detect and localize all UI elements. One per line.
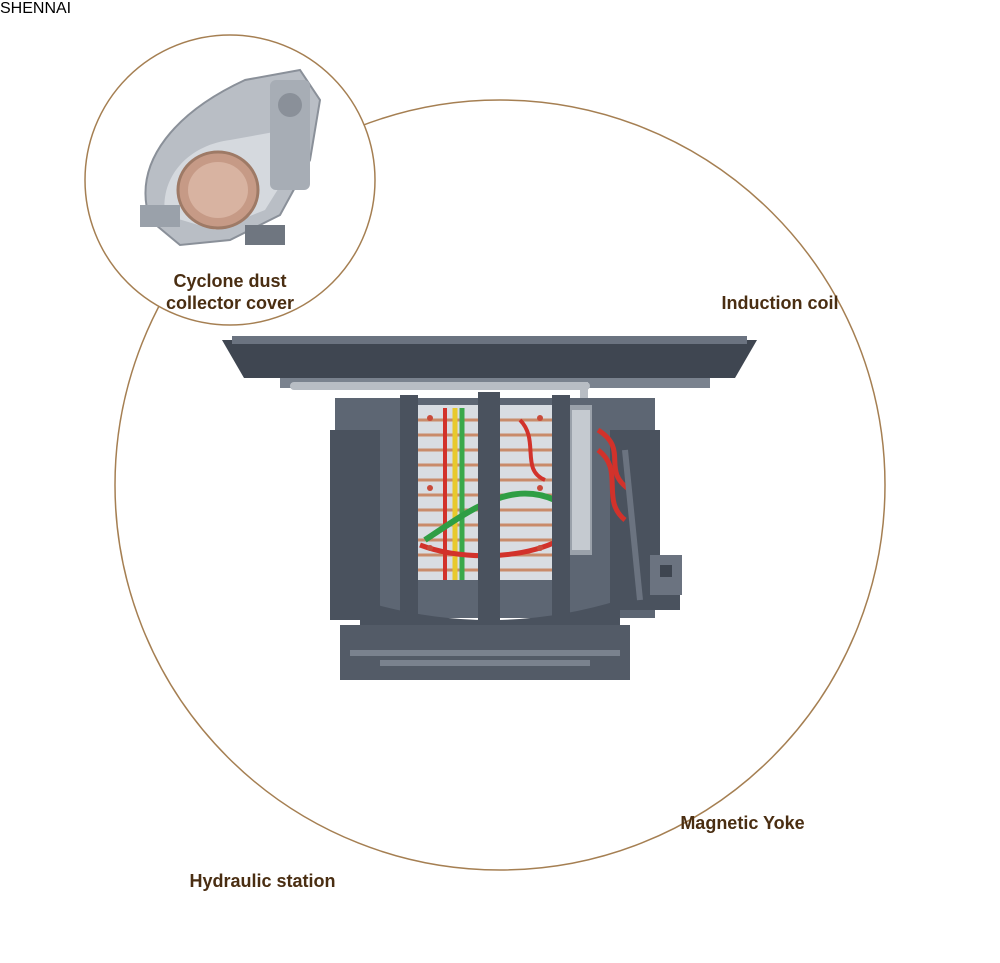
- cyclone-dust-collector-circle: [84, 34, 376, 326]
- cyclone-label: Cyclone dust collector cover: [140, 270, 320, 314]
- cyclone-cover-illustration: [140, 68, 322, 247]
- cyclone-label-line2: collector cover: [165, 293, 295, 313]
- connecting-ring: [114, 99, 886, 871]
- watermark: SHENNAI: [0, 0, 72, 17]
- hydraulic-station-label: Hydraulic station: [189, 871, 336, 891]
- magnetic-yoke-label: Magnetic Yoke: [680, 813, 805, 833]
- induction-furnace-illustration: [222, 336, 757, 680]
- cyclone-label-line1: Cyclone dust: [173, 271, 287, 291]
- induction-coil-label: Induction coil: [721, 293, 839, 313]
